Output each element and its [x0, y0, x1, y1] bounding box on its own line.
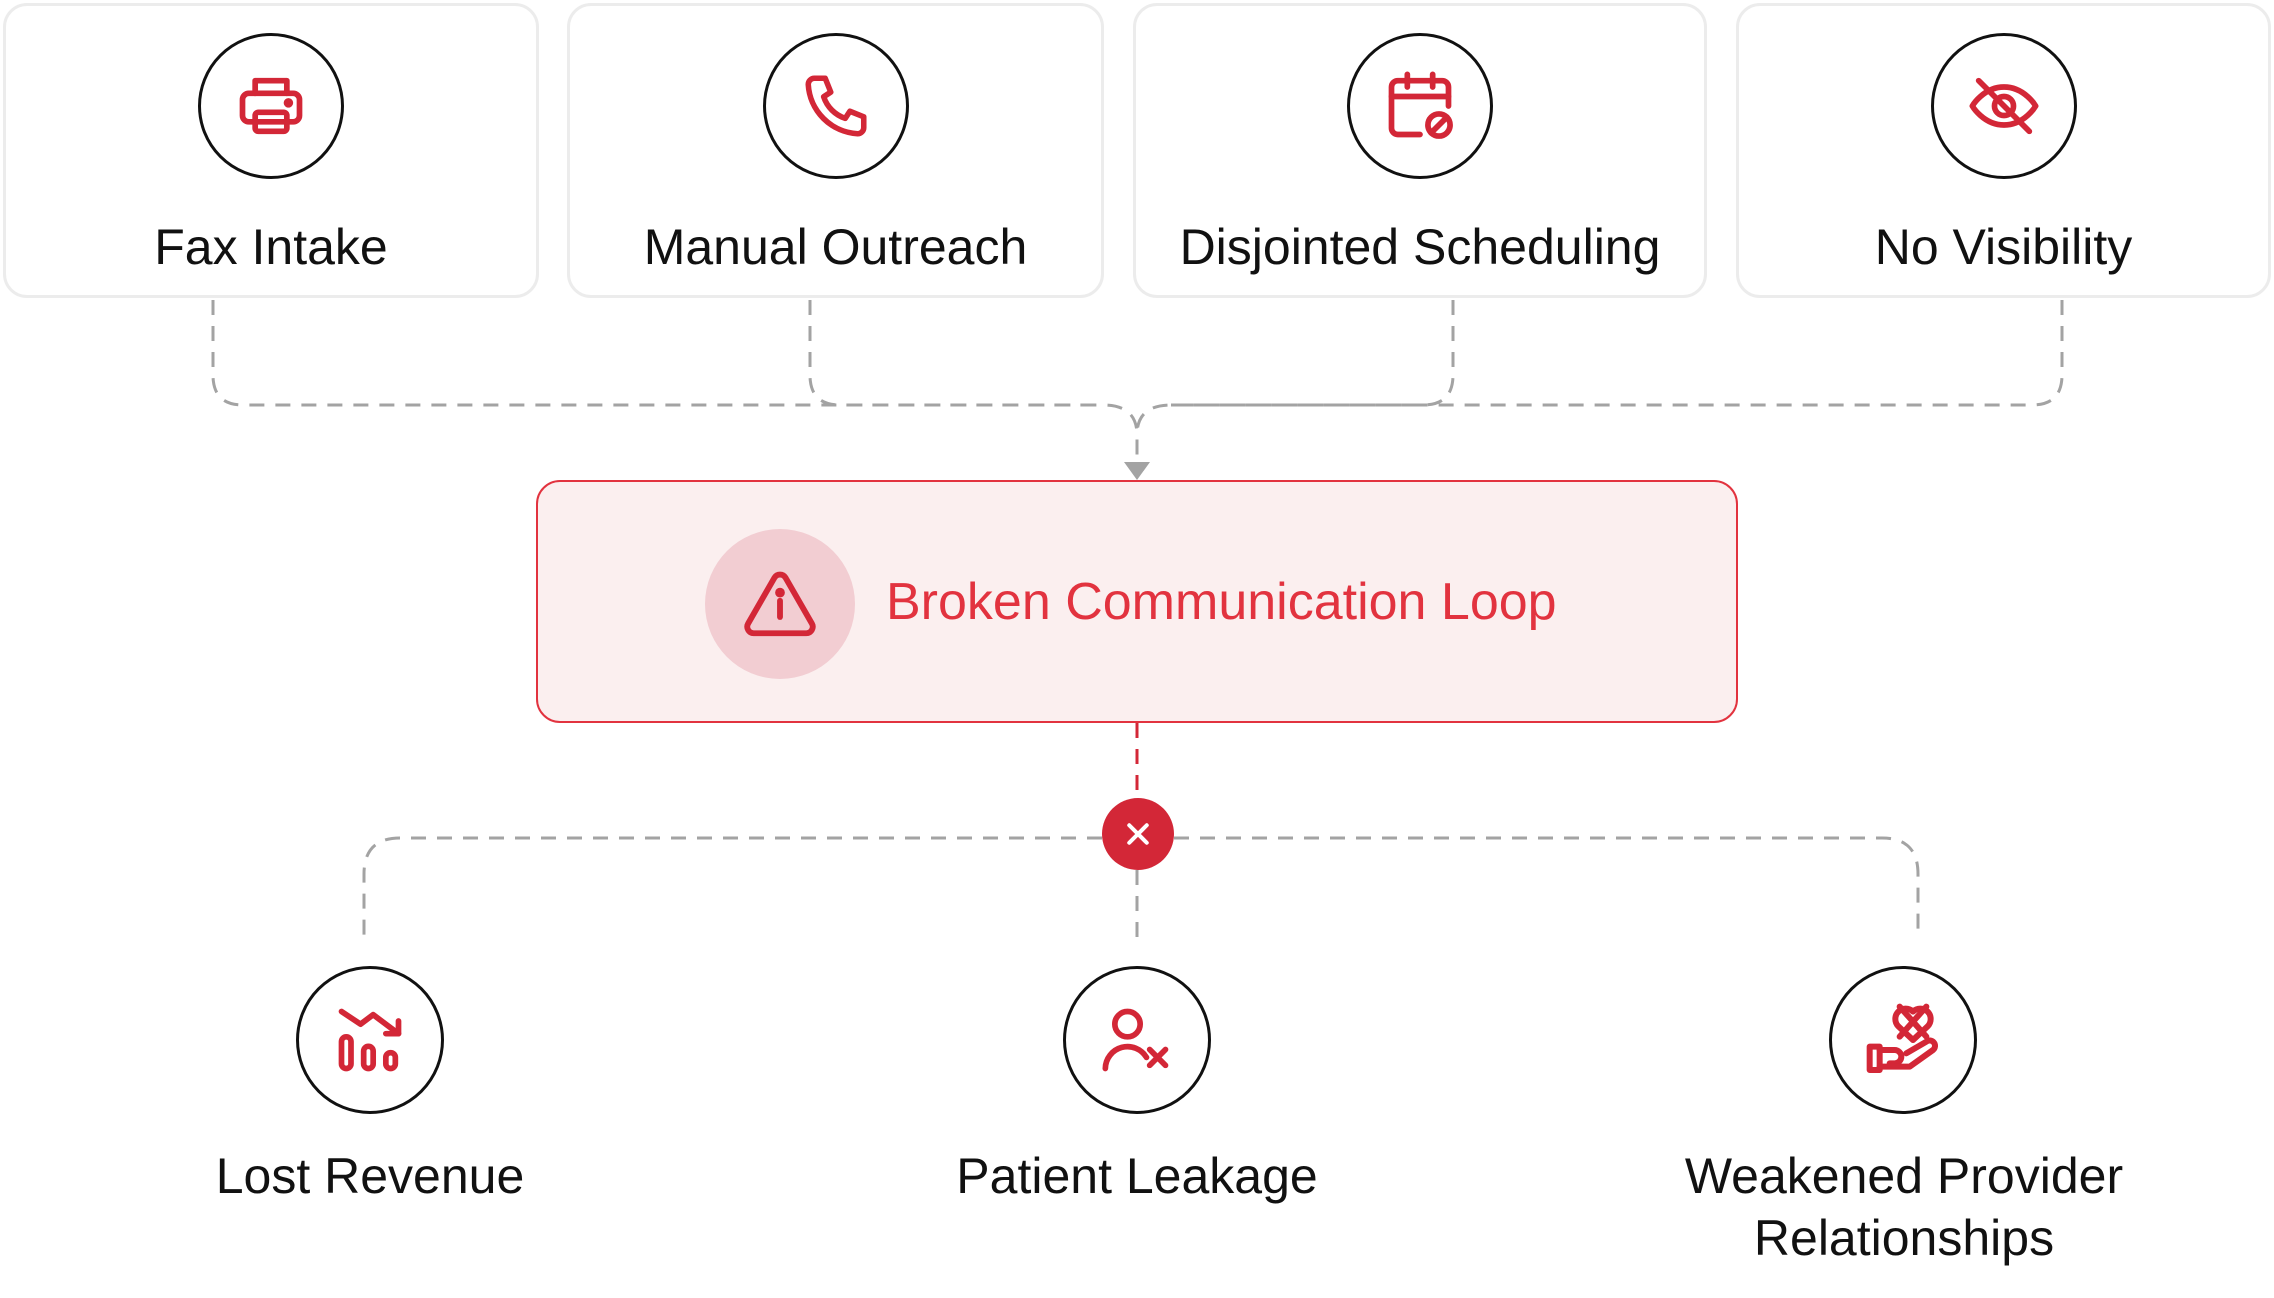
source-label: No Visibility: [1874, 219, 2133, 275]
connector-relationships: [1174, 836, 1920, 938]
close-icon: [1127, 823, 1149, 845]
source-icon-circle: [1347, 33, 1493, 179]
hand-heart-off-icon: [1866, 1003, 1938, 1073]
source-label: Manual Outreach: [643, 219, 1028, 275]
connector-scheduling: [1171, 300, 1455, 407]
outcome-label-revenue: Lost Revenue: [215, 1148, 525, 1204]
source-label: Fax Intake: [154, 219, 388, 275]
outcome-icon-circle-revenue: [296, 966, 444, 1114]
outcome-icon-circle-leakage: [1063, 966, 1211, 1114]
printer-icon: [239, 77, 303, 135]
source-card-fax: Fax Intake: [3, 3, 539, 298]
source-card-outreach: Manual Outreach: [567, 3, 1104, 298]
connector-outreach: [808, 300, 1103, 407]
chart-down-icon: [338, 1008, 402, 1072]
user-x-icon: [1102, 1008, 1169, 1072]
calendar-blocked-icon: [1388, 71, 1453, 139]
hub-icon-halo: [705, 529, 855, 679]
phone-icon: [804, 75, 867, 137]
outcome-label-relationships: Weakened Provider Relationships: [1684, 1148, 2124, 1266]
warning-icon: [744, 571, 816, 637]
outcome-icon-circle-relationships: [1829, 966, 1977, 1114]
eye-off-icon: [1968, 77, 2039, 135]
break-badge: [1102, 798, 1174, 870]
source-icon-circle: [762, 33, 909, 179]
hub-label: Broken Communication Loop: [886, 573, 1557, 631]
connector-visibility: [1135, 300, 2064, 436]
arrow-head: [1124, 462, 1150, 480]
source-icon-circle: [198, 33, 344, 179]
source-card-scheduling: Disjointed Scheduling: [1133, 3, 1707, 298]
hub-card: Broken Communication Loop: [536, 480, 1738, 723]
connector-revenue: [362, 836, 1102, 938]
source-label: Disjointed Scheduling: [1179, 219, 1661, 275]
outcome-label-leakage: Patient Leakage: [956, 1148, 1318, 1204]
source-card-visibility: No Visibility: [1736, 3, 2271, 298]
source-icon-circle: [1930, 33, 2077, 179]
connector-fax: [211, 300, 1139, 465]
